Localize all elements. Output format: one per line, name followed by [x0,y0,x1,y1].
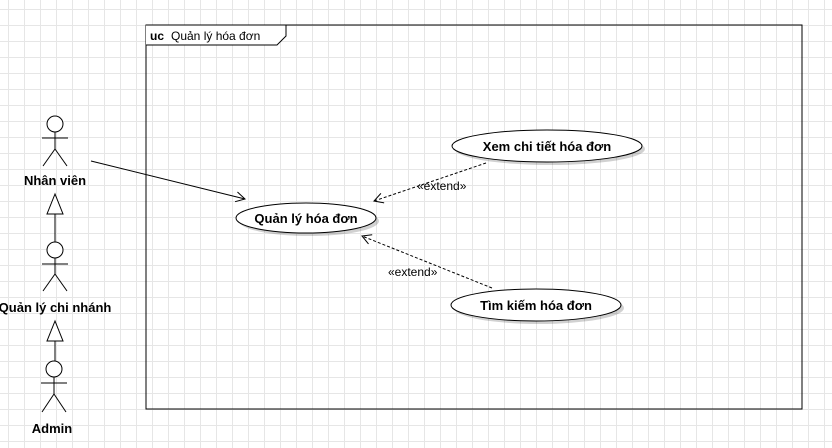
use-case-xem-chi-tiet-hoa-don[interactable]: Xem chi tiết hóa đơn [451,129,645,165]
actor-label-quan-ly-chi-nhanh: Quản lý chi nhánh [0,300,111,315]
generalization-admin-to-quan-ly[interactable] [46,319,64,361]
system-frame[interactable]: uc Quản lý hóa đơn [145,24,803,410]
use-case-label: Quản lý hóa đơn [254,211,357,226]
actor-icon [46,115,64,133]
actor-admin[interactable] [41,360,67,413]
actor-icon [46,241,64,259]
extend-label-xem-chi-tiet: «extend» [417,179,467,193]
actor-nhan-vien[interactable] [42,115,68,167]
use-case-label: Xem chi tiết hóa đơn [483,139,611,154]
generalization-quan-ly-to-nhan-vien[interactable] [46,192,64,242]
actor-quan-ly-chi-nhanh[interactable] [42,241,68,292]
actor-label-admin: Admin [32,421,73,436]
association-line[interactable] [90,160,246,203]
extend-arrow-tim-kiem[interactable] [361,234,493,289]
extend-label-tim-kiem: «extend» [388,265,438,279]
frame-keyword: uc [150,29,164,43]
use-case-label: Tìm kiếm hóa đơn [480,298,592,313]
frame-title: Quản lý hóa đơn [171,29,260,43]
use-case-quan-ly-hoa-don[interactable]: Quản lý hóa đơn [235,202,379,236]
use-case-tim-kiem-hoa-don[interactable]: Tìm kiếm hóa đơn [450,288,624,324]
actor-icon [45,360,63,378]
actor-label-nhan-vien: Nhân viên [24,173,86,188]
